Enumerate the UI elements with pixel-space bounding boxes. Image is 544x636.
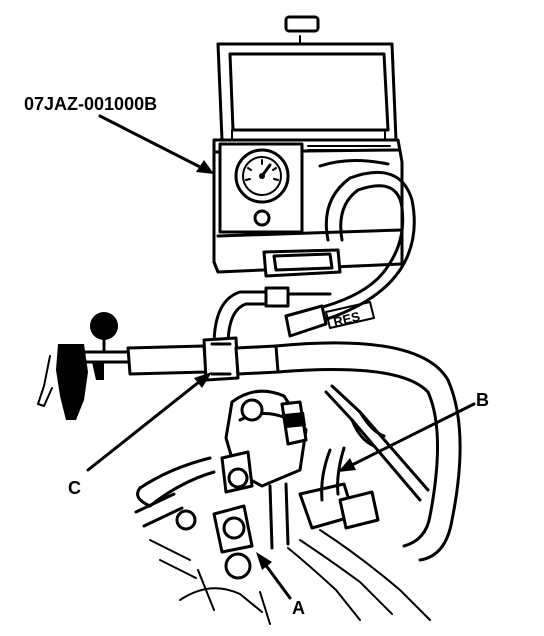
hose-clamp: [264, 286, 290, 308]
engine-components: [134, 384, 431, 625]
res-tag-label: RES: [332, 309, 362, 330]
case-handle: [284, 15, 320, 33]
t-fitting: [202, 336, 240, 382]
tester-hoses: RES: [212, 170, 416, 348]
pump-gauge-icon: [90, 312, 118, 340]
release-knob-icon: [253, 209, 271, 227]
hand-pump-icon: [37, 312, 130, 420]
res-hose-end: [284, 304, 328, 338]
t-fitting-assembly: [126, 336, 462, 562]
callout-c-label: C: [68, 478, 81, 498]
tester-case-body: [212, 138, 404, 278]
left-hose: [126, 344, 208, 376]
part-number-label: 07JAZ-001000B: [24, 94, 157, 114]
tester-case-lid: [216, 15, 398, 142]
callout-b-label: B: [476, 390, 489, 410]
callouts: [86, 114, 476, 600]
callout-a-label: A: [292, 598, 305, 618]
